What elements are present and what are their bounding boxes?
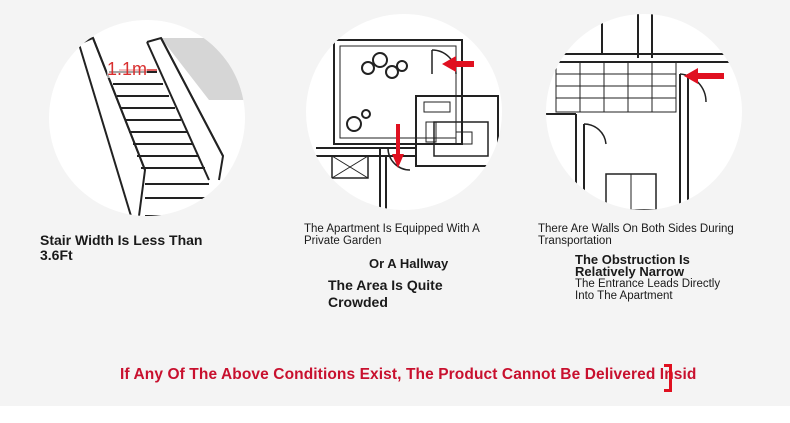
bracket-mark <box>664 364 672 392</box>
floorplan-drawing <box>316 39 499 210</box>
garden-caption-line2: Private Garden <box>304 235 382 247</box>
garden-illustration <box>306 14 502 210</box>
stairs-caption-line2: 3.6Ft <box>40 247 73 263</box>
stairs-illustration: 1.1m <box>49 20 245 216</box>
stairs-drawing <box>78 36 245 216</box>
garden-caption-or: Or A Hallway <box>369 256 449 271</box>
walls-illustration <box>546 14 742 210</box>
walls-caption-line2: Transportation <box>538 235 612 247</box>
walls-narrow-line2: Relatively Narrow <box>575 264 685 279</box>
walls-entrance-line2: Into The Apartment <box>575 290 673 302</box>
garden-crowded-line1: The Area Is Quite <box>328 277 443 293</box>
stairs-caption-line1: Stair Width Is Less Than <box>40 232 203 248</box>
measure-label: 1.1m <box>107 59 148 79</box>
garden-caption-line1: The Apartment Is Equipped With A <box>304 223 480 235</box>
walls-entrance-line1: The Entrance Leads Directly <box>575 278 721 290</box>
walls-caption-line1: There Are Walls On Both Sides During <box>538 223 734 235</box>
corridor-drawing <box>546 14 742 210</box>
walls-narrow-line1: The Obstruction Is <box>575 252 690 267</box>
delivery-notice-text: If Any Of The Above Conditions Exist, Th… <box>120 366 697 383</box>
garden-crowded-line2: Crowded <box>328 294 388 310</box>
arrow-icon <box>684 68 724 84</box>
arrow-icon <box>392 56 474 168</box>
delivery-notice: If Any Of The Above Conditions Exist, Th… <box>0 364 790 392</box>
